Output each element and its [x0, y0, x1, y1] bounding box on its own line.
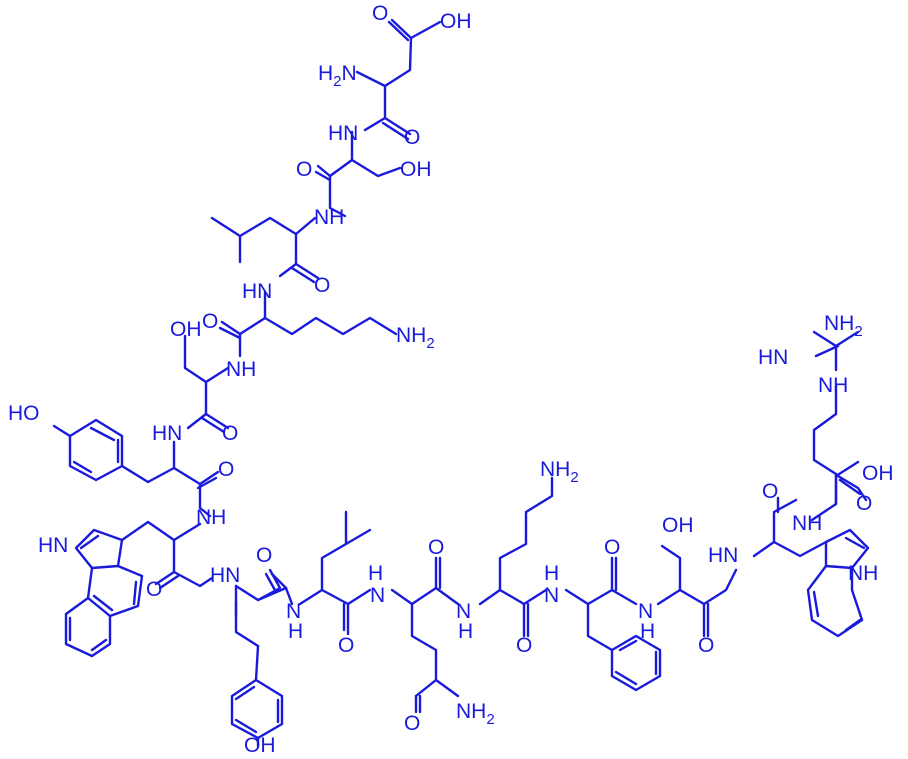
label-n-gln10: N [370, 584, 385, 607]
label-o-gln10: O [428, 536, 444, 559]
label-n-phe12: N [544, 584, 559, 607]
label-nh-leu3: NH [314, 206, 344, 229]
label-oh-asp: OH [440, 10, 472, 33]
label-o-asp: O [404, 126, 420, 149]
label-o-lys11: O [516, 634, 532, 657]
atom-labels: OH O H2N O HN OH O NH O HN NH2 O OH NH O… [8, 2, 894, 757]
label-h-gln10: H [368, 562, 383, 585]
label-oh-ser13: OH [662, 514, 694, 537]
label-o-trp7: O [146, 578, 162, 601]
label-o-leu9: O [338, 634, 354, 657]
label-o-phe12: O [604, 536, 620, 559]
label-h2n-terminus: H2N [318, 62, 357, 90]
label-o-lys4: O [202, 310, 218, 333]
label-o-ser2: O [296, 158, 312, 181]
label-nh-indole14: NH [848, 562, 878, 585]
label-o-ser5: O [222, 422, 238, 445]
label-oh-tyr8: OH [244, 734, 276, 757]
bond-lines [52, 18, 870, 748]
label-h-lys11: H [458, 620, 473, 643]
label-nh2-gln10: NH2 [456, 700, 495, 728]
label-o-tyr6: O [218, 458, 234, 481]
label-nh2-lys11: NH2 [540, 458, 579, 486]
label-nh-trp7: NH [196, 506, 226, 529]
label-ho-tyr6: HO [8, 402, 40, 425]
label-hn-trp14: HN [708, 544, 738, 567]
label-nh-arg15: NH [792, 512, 822, 535]
label-hn-tyr8: HN [210, 564, 240, 587]
label-nh2-guanidine: NH2 [824, 312, 863, 340]
label-hn-imine: HN [758, 346, 788, 369]
label-oh-arg15: OH [862, 462, 894, 485]
label-hn-lys4: HN [242, 280, 272, 303]
label-oh-ser5: OH [170, 318, 202, 341]
label-nh-guanidine: NH [818, 374, 848, 397]
label-o-trp14: O [762, 480, 778, 503]
label-o-gln10-amide: O [404, 712, 420, 735]
label-h-phe12: H [544, 562, 559, 585]
label-o-tyr8: O [256, 544, 272, 567]
label-o-asp-acid: O [372, 2, 388, 25]
label-h-leu9: H [288, 620, 303, 643]
label-n-lys11: N [456, 600, 471, 623]
label-o-leu3: O [314, 274, 330, 297]
label-nh2-lys4: NH2 [396, 324, 435, 352]
label-hn-ser2: HN [328, 122, 358, 145]
label-oh-ser2: OH [400, 158, 432, 181]
label-nh-ser5: NH [226, 358, 256, 381]
label-h-ser13: H [640, 620, 655, 643]
label-o-arg15: O [856, 492, 872, 515]
label-hn-tyr6: HN [152, 422, 182, 445]
label-hn-indole7: HN [38, 534, 68, 557]
label-n-leu9: N [286, 600, 301, 623]
label-n-ser13: N [638, 600, 653, 623]
label-o-ser13: O [698, 634, 714, 657]
